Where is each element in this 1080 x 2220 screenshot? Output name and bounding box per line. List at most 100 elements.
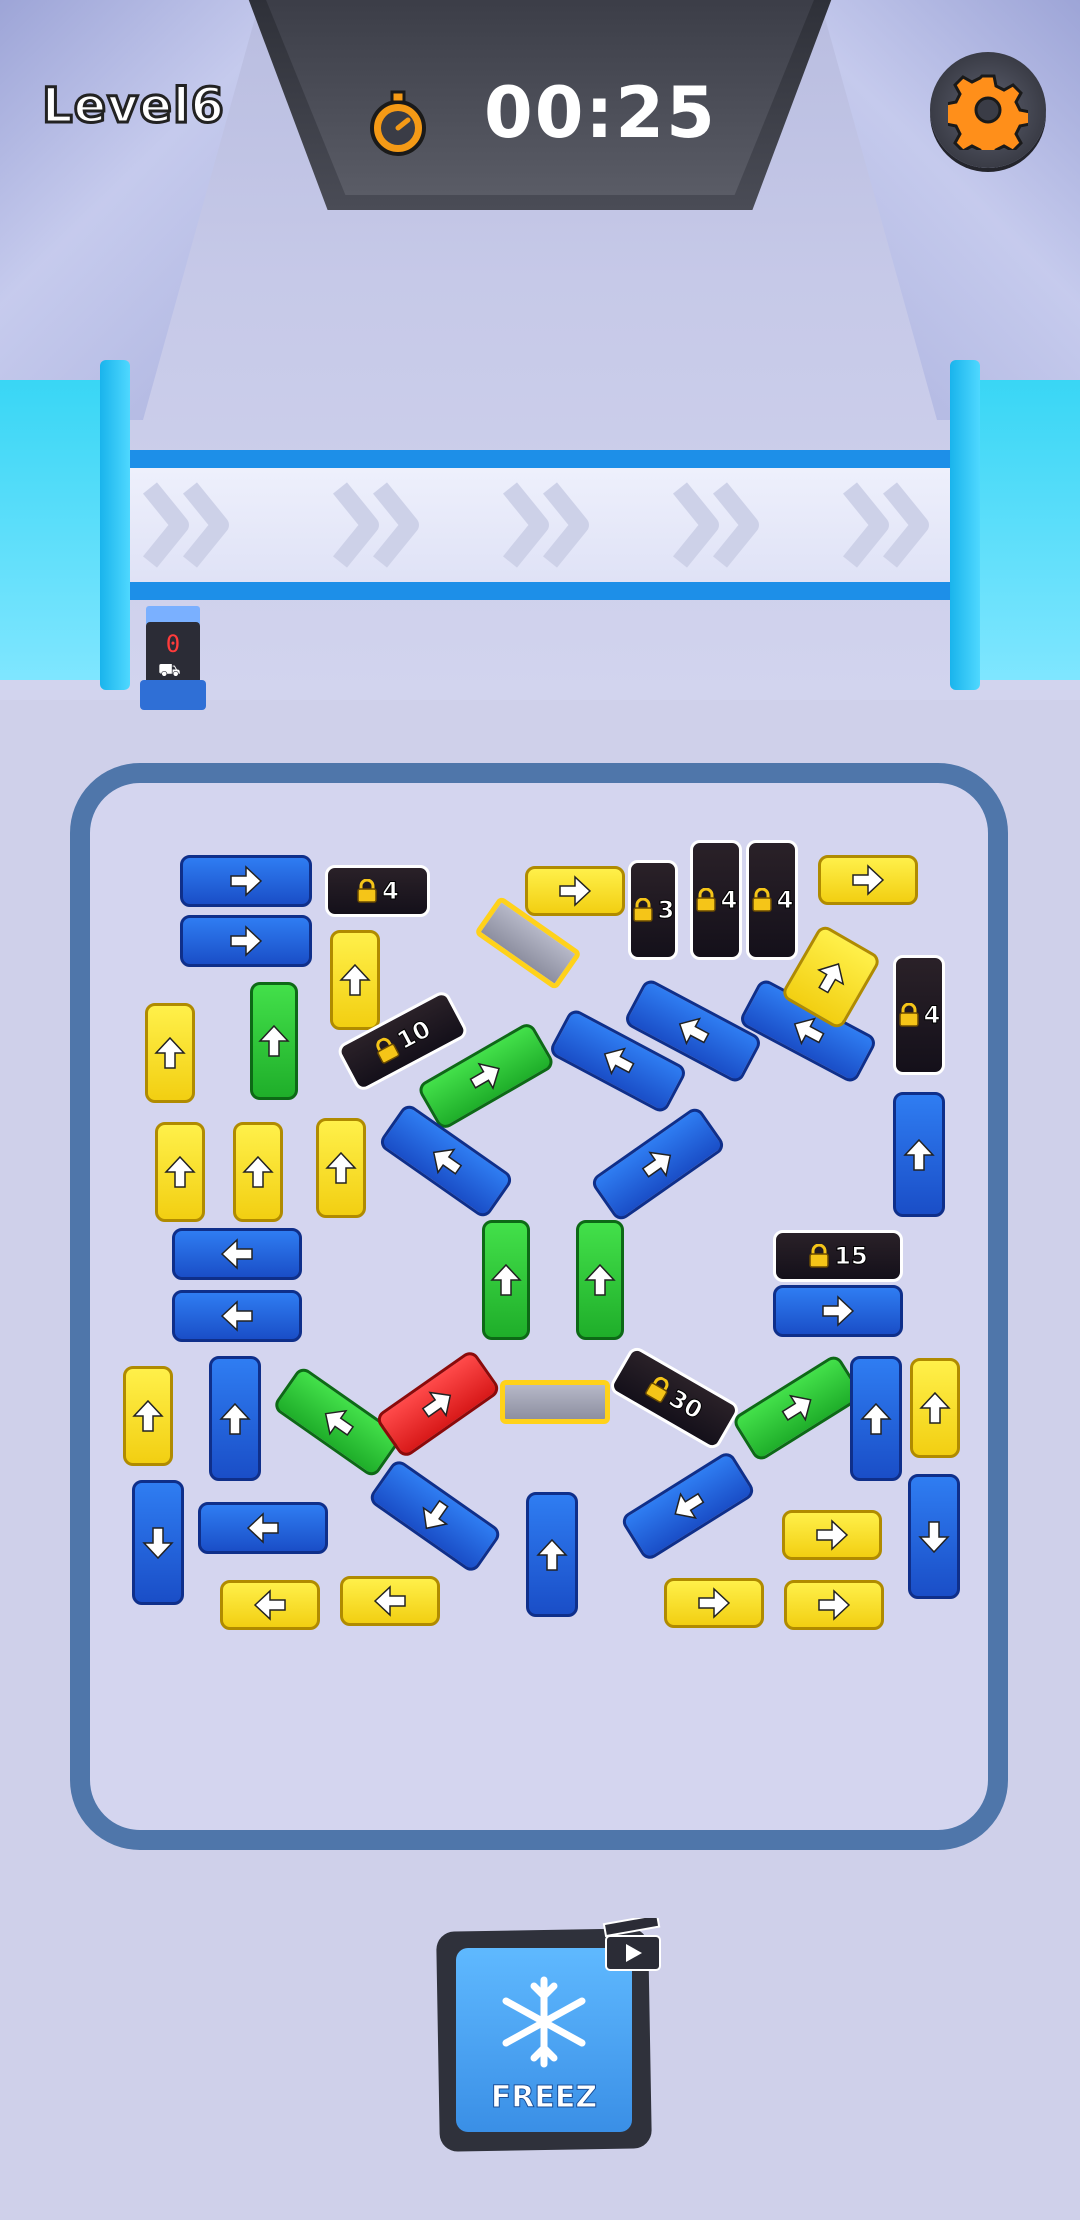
locked-car[interactable]: 4: [893, 955, 945, 1075]
freeze-booster-button[interactable]: FREEZ: [436, 1918, 661, 2152]
arrow-right-icon: [851, 863, 885, 897]
locked-car[interactable]: 3: [628, 860, 678, 960]
yellow-car[interactable]: [145, 1003, 195, 1103]
yellow-car[interactable]: [782, 1510, 882, 1560]
arrow-up-icon: [489, 1263, 523, 1297]
yellow-car[interactable]: [664, 1578, 764, 1628]
blue-car[interactable]: [589, 1104, 727, 1224]
arrow-up-icon: [918, 1391, 952, 1425]
locked-car[interactable]: 10: [335, 988, 470, 1094]
lock-icon: [751, 888, 772, 912]
yellow-car[interactable]: [340, 1576, 440, 1626]
arrow-up-icon: [241, 1155, 275, 1189]
lock-counter: 4: [751, 886, 794, 915]
arrow-up-icon: [338, 963, 372, 997]
yellow-car[interactable]: [330, 930, 380, 1030]
blue-car[interactable]: [526, 1492, 578, 1617]
green-car[interactable]: [250, 982, 298, 1100]
blue-car[interactable]: [773, 1285, 903, 1337]
arrow-down-icon: [411, 1492, 458, 1539]
locked-car[interactable]: 4: [325, 865, 430, 917]
locked-car[interactable]: 15: [773, 1230, 903, 1282]
arrow-up-icon: [535, 1538, 569, 1572]
arrow-left-icon: [220, 1299, 254, 1333]
chevron-arrows-icon: [143, 482, 929, 568]
lock-count: 4: [382, 877, 400, 906]
conveyor-post-right: [950, 360, 980, 690]
ice-pool-right: [960, 380, 1080, 680]
blue-car[interactable]: [180, 915, 312, 967]
blue-car[interactable]: [172, 1228, 302, 1280]
blue-car[interactable]: [622, 977, 764, 1085]
locked-car[interactable]: 4: [690, 840, 742, 960]
green-car[interactable]: [415, 1020, 557, 1132]
blue-car[interactable]: [209, 1356, 261, 1481]
lock-counter: 15: [808, 1242, 868, 1271]
arrow-left-icon: [665, 1483, 712, 1530]
lock-icon: [898, 1003, 919, 1027]
snowflake-icon: [502, 1976, 586, 2068]
blue-car[interactable]: [132, 1480, 184, 1605]
red-car[interactable]: [373, 1348, 503, 1460]
green-car[interactable]: [482, 1220, 530, 1340]
arrow-up-icon: [163, 1155, 197, 1189]
lock-icon: [695, 888, 716, 912]
yellow-car[interactable]: [818, 855, 918, 905]
arrow-right-icon: [463, 1053, 509, 1099]
blue-car[interactable]: [547, 1007, 689, 1115]
yellow-car[interactable]: [233, 1122, 283, 1222]
arrow-up-icon: [808, 954, 854, 1000]
lock-count: 4: [923, 1001, 941, 1030]
arrow-left-icon: [373, 1584, 407, 1618]
settings-button[interactable]: [930, 52, 1046, 168]
timer-display: 00:25: [484, 72, 717, 154]
arrow-right-icon: [774, 1385, 821, 1432]
lock-icon: [644, 1376, 669, 1403]
arrow-right-icon: [815, 1518, 849, 1552]
lock-icon: [357, 879, 377, 903]
lock-icon: [632, 898, 653, 922]
blue-car[interactable]: [850, 1356, 902, 1481]
arrow-left-icon: [785, 1008, 831, 1054]
locked-car[interactable]: 30: [607, 1344, 742, 1452]
yellow-car[interactable]: [779, 923, 883, 1031]
lock-count: 3: [657, 896, 675, 925]
yellow-car[interactable]: [316, 1118, 366, 1218]
blue-car[interactable]: [893, 1092, 945, 1217]
blue-car[interactable]: [180, 855, 312, 907]
lock-counter: 4: [898, 1001, 941, 1030]
arrow-right-icon: [821, 1294, 855, 1328]
blue-car[interactable]: [172, 1290, 302, 1342]
yellow-car[interactable]: [910, 1358, 960, 1458]
yellow-car[interactable]: [123, 1366, 173, 1466]
arrow-up-icon: [859, 1402, 893, 1436]
arrow-right-icon: [558, 874, 592, 908]
green-car[interactable]: [576, 1220, 624, 1340]
yellow-car[interactable]: [784, 1580, 884, 1630]
blue-car[interactable]: [198, 1502, 328, 1554]
lock-count: 4: [776, 886, 794, 915]
arrow-left-icon: [220, 1237, 254, 1271]
blue-car[interactable]: [737, 977, 879, 1085]
lock-counter: 30: [642, 1371, 708, 1425]
timer-panel-inner: [262, 0, 818, 195]
video-clapper-icon: [602, 1918, 661, 1971]
blue-car[interactable]: [619, 1449, 757, 1563]
blue-car[interactable]: [908, 1474, 960, 1599]
green-car[interactable]: [730, 1352, 865, 1464]
green-car[interactable]: [271, 1364, 404, 1480]
arrow-up-icon: [583, 1263, 617, 1297]
gear-icon: [948, 74, 1028, 150]
conveyor-belt: [130, 450, 950, 600]
barrier: [500, 1380, 610, 1424]
yellow-car[interactable]: [220, 1580, 320, 1630]
blue-car[interactable]: [377, 1101, 515, 1221]
yellow-car[interactable]: [525, 866, 625, 916]
arrow-up-icon: [902, 1138, 936, 1172]
arrow-left-icon: [422, 1137, 469, 1184]
locked-car[interactable]: 4: [746, 840, 798, 960]
lock-counter: 4: [356, 877, 400, 906]
lock-count: 4: [720, 886, 738, 915]
yellow-car[interactable]: [155, 1122, 205, 1222]
blue-car[interactable]: [366, 1457, 504, 1575]
